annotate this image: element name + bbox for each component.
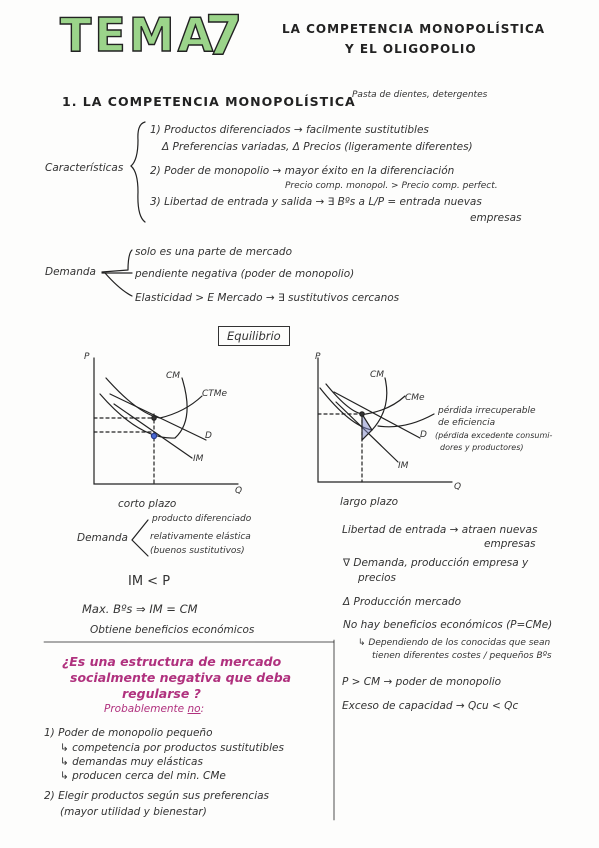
caracteristicas-brace — [130, 121, 146, 223]
left-graph-d-line — [109, 393, 207, 441]
answer-point-2: 2) Elegir productos según sus preferenci… — [44, 790, 270, 802]
caracteristica-2-detail: Precio comp. monopol. > Precio comp. per… — [285, 181, 498, 191]
caracteristica-1-detail: Δ Preferencias variadas, Δ Precios (lige… — [162, 141, 473, 153]
corto-demanda-bracket — [131, 519, 149, 557]
largo-item-5: P > CM → poder de monopolio — [342, 676, 502, 688]
largo-item-3: Δ Producción mercado — [343, 596, 462, 608]
corto-item-2: relativamente elástica — [150, 532, 251, 542]
right-graph-annotation-3: (pérdida excedente consumi- — [435, 431, 553, 440]
answer-point-2-cont: (mayor utilidad y bienestar) — [60, 806, 207, 818]
caracteristica-3: 3) Libertad de entrada y salida → ∃ Bºs … — [150, 196, 482, 208]
right-graph-dashed — [317, 413, 363, 483]
caracteristica-2: 2) Poder de monopolio → mayor éxito en l… — [150, 165, 455, 177]
tema-number: 7 — [204, 3, 246, 67]
right-graph-dwl — [361, 411, 373, 442]
left-graph-caption: corto plazo — [118, 498, 177, 510]
equilibrio-label: Equilibrio — [218, 326, 290, 346]
left-graph-q-label: Q — [235, 486, 243, 496]
demanda-arrow-top — [101, 249, 133, 273]
right-graph-annotation-1: pérdida irrecuperable — [438, 406, 536, 416]
largo-item-2-cont: precios — [358, 572, 397, 584]
right-graph-axes — [317, 357, 453, 483]
answer-suffix: : — [200, 703, 205, 715]
right-graph-eq-point — [359, 411, 365, 417]
left-graph-ctme-label: CTMe — [202, 389, 228, 399]
right-graph-cme-label: CMe — [405, 393, 425, 403]
demanda-arrow-bottom — [104, 272, 133, 297]
question-line-1: ¿Es una estructura de mercado — [62, 654, 282, 669]
left-graph-ctme-curve — [105, 377, 203, 419]
largo-item-4: No hay beneficios económicos (P=CMe) — [343, 619, 553, 631]
corto-demanda-label: Demanda — [77, 532, 128, 544]
examples-note: Pasta de dientes, detergentes — [352, 90, 488, 100]
right-graph-d-line — [333, 391, 421, 439]
caracteristica-1: 1) Productos diferenciados → facilmente … — [150, 124, 429, 136]
corto-item-3: (buenos sustitutivos) — [150, 546, 245, 556]
largo-item-4-detail: ↳ Dependiendo de los conocidas que sean — [358, 638, 551, 648]
answer-point-1: 1) Poder de monopolio pequeño — [44, 727, 213, 739]
section-heading: 1. LA COMPETENCIA MONOPOLÍSTICA — [62, 94, 356, 109]
left-graph-axes — [93, 357, 239, 485]
largo-item-1: Libertad de entrada → atraen nuevas — [342, 524, 538, 536]
tema-title: TEMA — [59, 7, 217, 62]
right-graph-caption: largo plazo — [340, 496, 399, 508]
answer-word: no — [187, 703, 201, 715]
answer-point-1a: ↳ competencia por productos sustitutible… — [60, 742, 284, 754]
right-graph-annotation-2: de eficiencia — [438, 418, 496, 428]
demanda-item-2: pendiente negativa (poder de monopolio) — [135, 268, 355, 280]
left-graph-p-label: P — [84, 352, 90, 362]
caracteristicas-label: Características — [45, 162, 124, 174]
left-graph-d-label: D — [205, 431, 212, 441]
left-graph-cm-label: CM — [166, 371, 181, 381]
subtitle-line-1: LA COMPETENCIA MONOPOLÍSTICA — [282, 22, 546, 36]
subtitle-line-2: Y EL OLIGOPOLIO — [345, 42, 477, 56]
right-graph-im-label: IM — [398, 461, 409, 471]
right-graph-annotation-arrow — [377, 413, 435, 428]
left-graph-eq-point — [150, 432, 158, 440]
largo-item-6: Exceso de capacidad → Qcu < Qc — [342, 700, 519, 712]
question-line-3: regularse ? — [122, 686, 201, 701]
corto-item-1: producto diferenciado — [152, 514, 252, 524]
left-graph-cm-curve — [99, 377, 188, 439]
corto-eq-2: Max. Bºs ⇒ IM = CM — [82, 602, 198, 616]
demanda-item-3: Elasticidad > E Mercado → ∃ sustitutivos… — [135, 292, 400, 304]
right-graph-cm-curve — [319, 377, 388, 431]
right-graph-cme-curve — [325, 383, 406, 415]
left-graph-point-1 — [151, 415, 157, 421]
question-line-2: socialmente negativa que deba — [70, 670, 292, 685]
corto-conclusion: Obtiene beneficios económicos — [90, 624, 255, 636]
answer-prefix: Probablemente — [104, 703, 185, 715]
answer-point-1c: ↳ producen cerca del min. CMe — [60, 770, 226, 782]
answer-point-1b: ↳ demandas muy elásticas — [60, 756, 203, 768]
right-graph-d-label: D — [420, 430, 427, 440]
caracteristica-3-cont: empresas — [470, 212, 522, 224]
demanda-label: Demanda — [45, 266, 96, 278]
largo-item-4-detail-cont: tienen diferentes costes / pequeños Bºs — [372, 651, 552, 661]
largo-item-1-cont: empresas — [484, 538, 536, 550]
left-graph-dashed — [93, 413, 155, 485]
right-graph-annotation-4: dores y productores) — [440, 443, 524, 452]
right-graph-q-label: Q — [454, 482, 462, 492]
answer-line: Probablemente no: — [104, 703, 204, 715]
largo-item-2: ∇ Demanda, producción empresa y — [343, 557, 529, 569]
corto-eq-1: IM < P — [128, 574, 171, 589]
left-graph-im-line — [113, 403, 193, 459]
demanda-item-1: solo es una parte de mercado — [135, 246, 293, 258]
left-graph-im-label: IM — [193, 454, 204, 464]
right-graph-p-label: P — [315, 352, 321, 362]
right-graph-cm-label: CM — [370, 370, 385, 380]
